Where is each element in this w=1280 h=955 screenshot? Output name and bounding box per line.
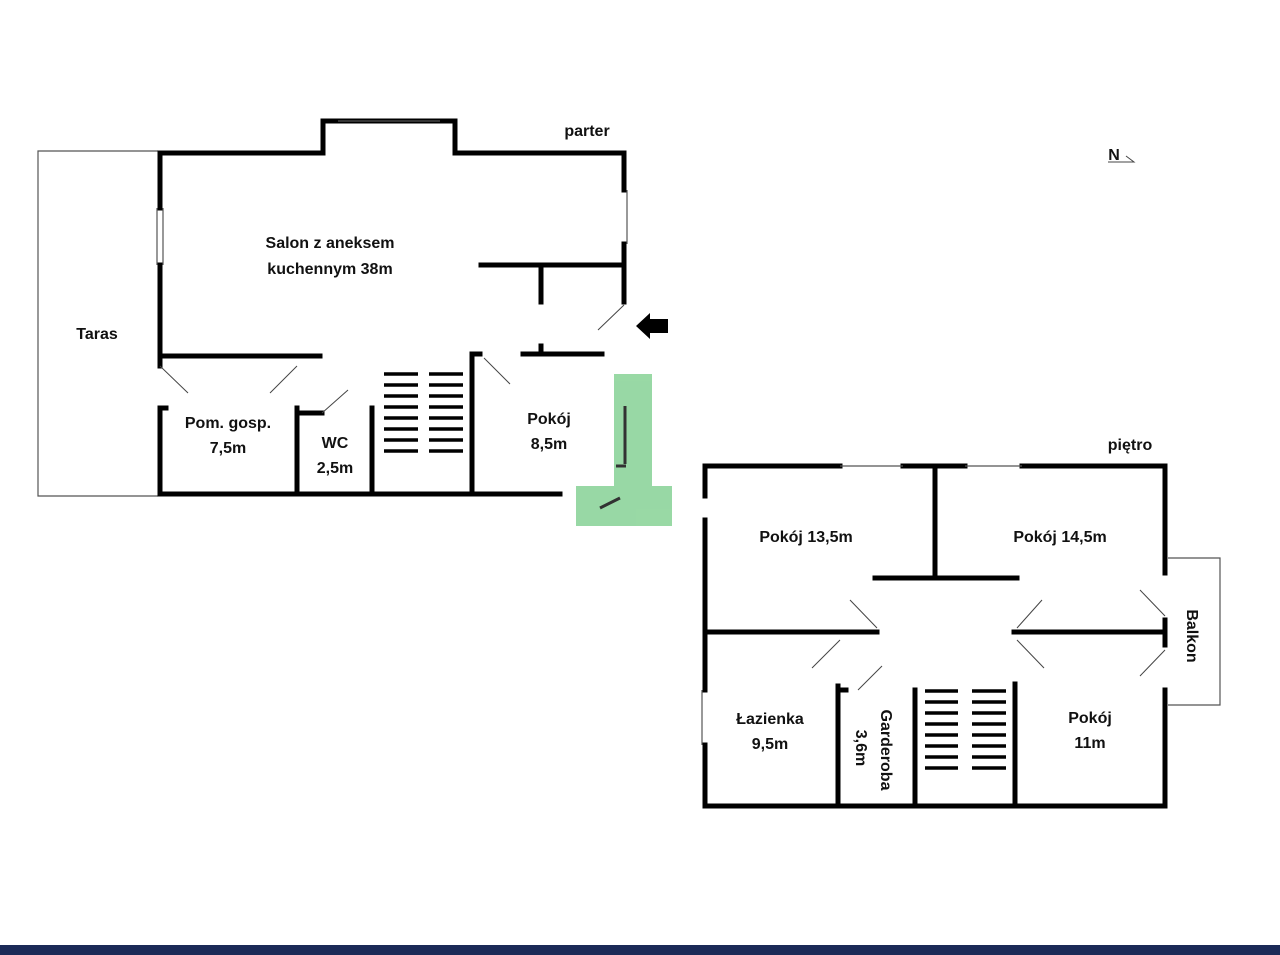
wardrobe-label-line2: 3,6m [852, 730, 869, 766]
utility-label-line1: Pom. gosp. [185, 415, 271, 432]
ground-outer-wall [157, 118, 627, 211]
door-room [483, 357, 511, 385]
upper-top-wall-left [702, 463, 843, 499]
balcony-label: Balkon [1183, 609, 1200, 662]
bottom-bar [0, 945, 1280, 955]
room-b-label: Pokój 14,5m [1013, 529, 1106, 546]
ground-window-left [156, 208, 164, 265]
room-c-label-line1: Pokój [1068, 710, 1112, 727]
door-entrance [597, 304, 625, 331]
upper-stairs [925, 689, 1006, 770]
ground-stairs [384, 372, 463, 453]
upper-top-wall-right [1019, 463, 1168, 576]
compass: N [1108, 147, 1136, 164]
door-room-c [1016, 639, 1045, 669]
upper-floor-plan: piętro Pokój 13,5m Pokój 14,5m Łazienka … [701, 437, 1221, 809]
wc-label-line1: WC [322, 435, 349, 452]
door-balcony-bottom [1139, 649, 1166, 677]
salon-label-line2: kuchennym 38m [267, 261, 392, 278]
room-c-label-line2: 11m [1074, 735, 1105, 752]
wc-label-line2: 2,5m [317, 460, 353, 477]
door-wardrobe [857, 665, 883, 691]
door-bath [811, 639, 841, 669]
door-wc [321, 389, 349, 414]
compass-north-label: N [1108, 147, 1120, 164]
bathroom-label-line1: Łazienka [736, 711, 804, 728]
door-balcony-top [1139, 589, 1166, 617]
upper-floor-label: piętro [1108, 437, 1153, 454]
ground-floor-plan: parter Salon z aneksem kuchennym 38m Tar… [37, 118, 668, 497]
terrace-outline [37, 150, 158, 497]
door-utility-right [269, 365, 298, 394]
room-label-line1: Pokój [527, 411, 571, 428]
entrance-arrow-icon [636, 313, 668, 339]
door-room-b [1016, 599, 1043, 629]
door-utility-left [159, 365, 189, 394]
watermark-logo [576, 374, 672, 526]
wardrobe-label-line1: Garderoba [877, 710, 894, 791]
salon-label-line1: Salon z aneksem [266, 235, 395, 252]
ground-floor-label: parter [564, 123, 609, 140]
bathroom-label-line2: 9,5m [752, 736, 788, 753]
terrace-label: Taras [76, 326, 118, 343]
north-arrow-icon [1108, 155, 1136, 163]
door-room-a [849, 599, 878, 629]
room-label-line2: 8,5m [531, 436, 567, 453]
balcony-outline [1168, 557, 1221, 706]
room-a-label: Pokój 13,5m [759, 529, 852, 546]
utility-label-line2: 7,5m [210, 440, 246, 457]
